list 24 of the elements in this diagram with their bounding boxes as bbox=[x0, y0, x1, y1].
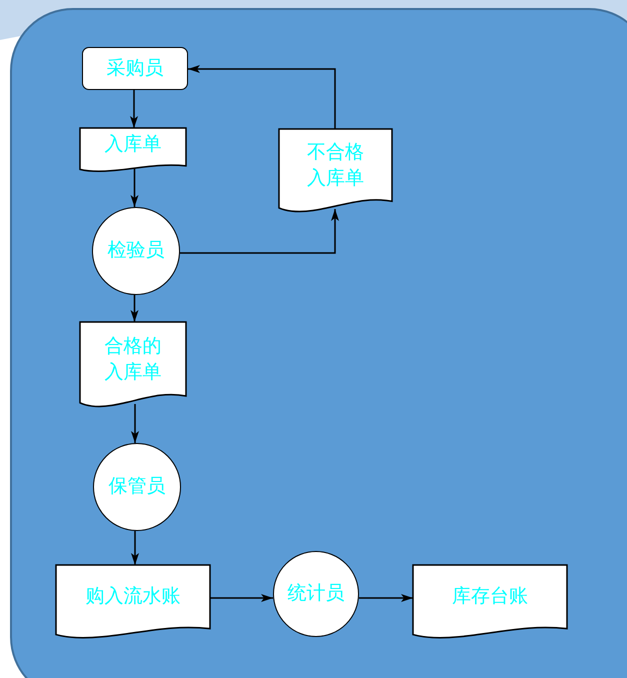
node-label: 检验员 bbox=[108, 238, 164, 264]
arrow bbox=[130, 295, 138, 322]
node-label: 保管员 bbox=[108, 474, 166, 500]
arrow bbox=[131, 404, 139, 443]
node-label: 采购员 bbox=[106, 56, 164, 81]
process-box bbox=[82, 47, 188, 90]
arrow bbox=[180, 209, 339, 254]
arrow bbox=[188, 65, 336, 129]
document-shape bbox=[56, 565, 210, 639]
arrow bbox=[359, 594, 413, 602]
document-shape bbox=[80, 128, 186, 172]
document-shape bbox=[80, 322, 186, 408]
document-shape bbox=[279, 129, 392, 213]
arrow bbox=[130, 90, 138, 128]
arrow bbox=[130, 168, 138, 207]
node-label: 库存台账 bbox=[452, 584, 528, 610]
document-shape bbox=[413, 565, 567, 639]
arrow bbox=[210, 594, 273, 602]
node-label: 入库单 bbox=[104, 132, 162, 158]
arrow bbox=[131, 531, 139, 565]
node-label: 购入流水账 bbox=[86, 584, 180, 610]
node-label: 不合格入库单 bbox=[306, 140, 365, 191]
node-label: 合格的入库单 bbox=[104, 334, 162, 385]
node-label: 统计员 bbox=[288, 581, 344, 606]
